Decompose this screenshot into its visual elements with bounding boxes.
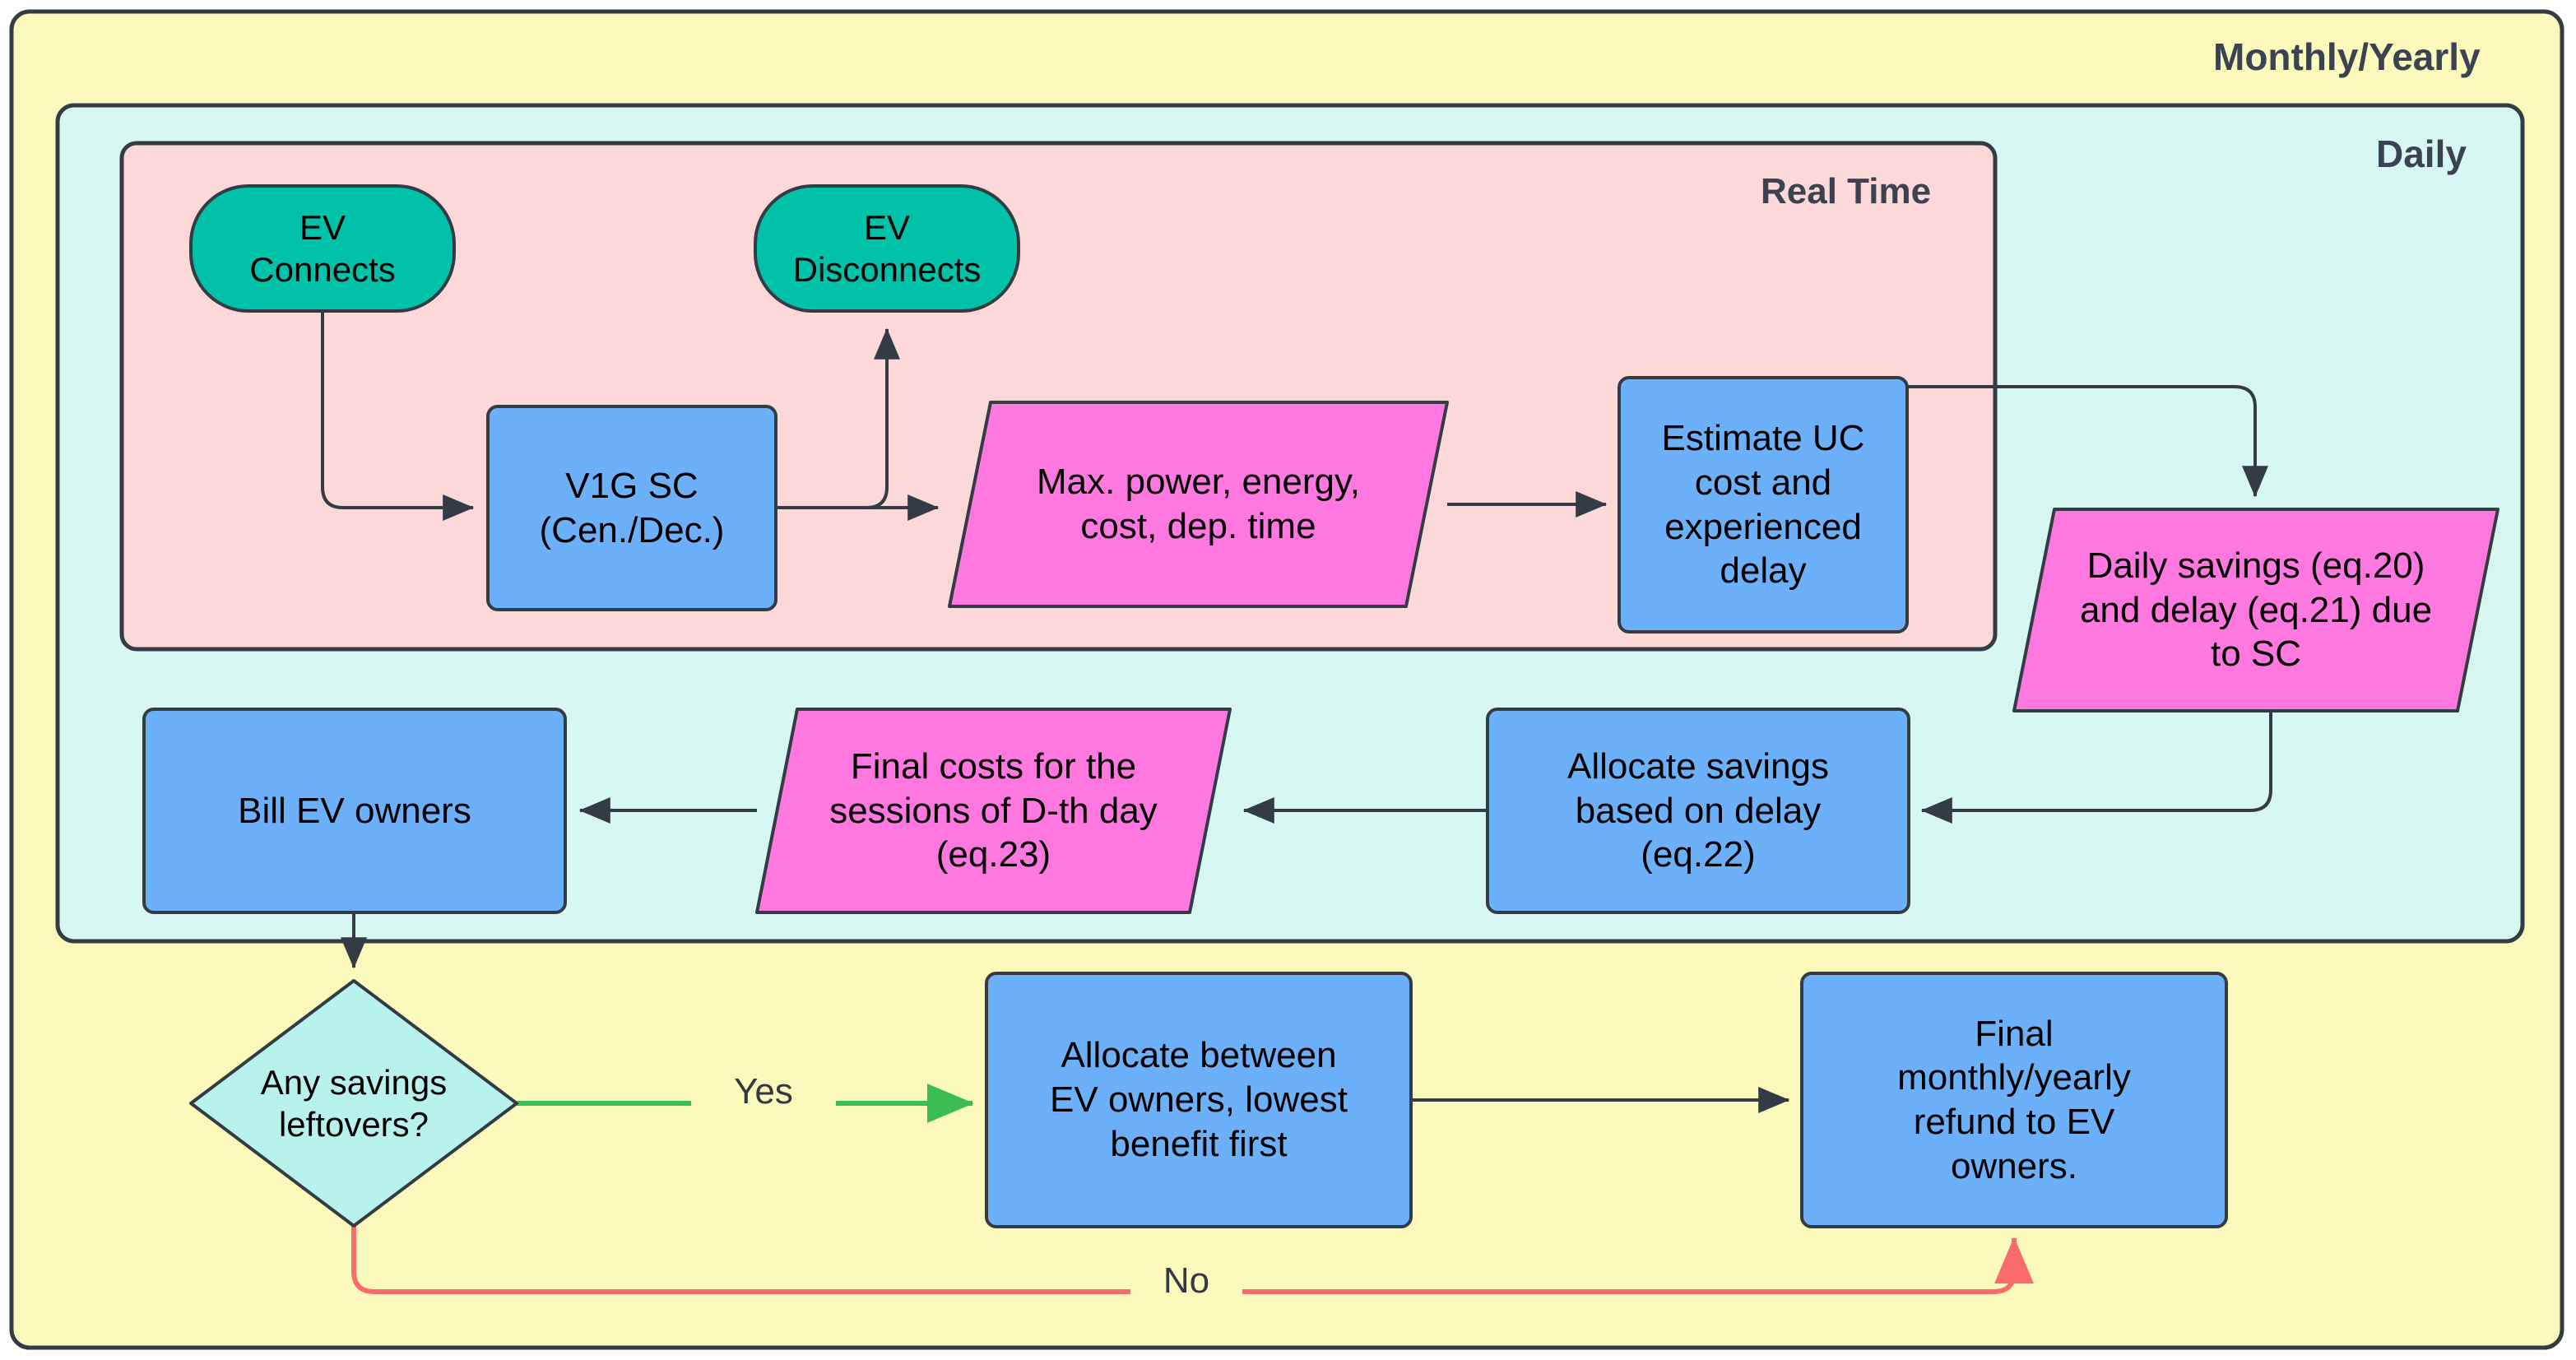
edge-connects-to-v1g <box>321 311 475 521</box>
edge-label-no: No <box>1130 1259 1242 1303</box>
node-max-power[interactable] <box>948 401 1449 608</box>
container-label-real-time: Real Time <box>1761 171 1932 211</box>
container-label-monthly-yearly: Monthly/Yearly <box>2213 35 2481 78</box>
container-label-daily: Daily <box>2376 132 2467 175</box>
node-daily-savings[interactable] <box>2012 508 2499 712</box>
edge-label-yes: Yes <box>691 1070 836 1114</box>
node-estimate-uc[interactable] <box>1618 376 1909 634</box>
node-v1g-sc[interactable] <box>486 405 777 611</box>
node-ev-disconnects[interactable] <box>754 184 1020 313</box>
node-final-refund[interactable] <box>1800 972 2228 1228</box>
edge-v1g-to-disconnects <box>776 327 900 509</box>
edge-estimate-to-dailysavings <box>1907 385 2268 498</box>
node-allocate-savings[interactable] <box>1486 708 1910 914</box>
edge-dailysavings-to-allocate <box>1920 711 2272 824</box>
node-bill-ev-owners[interactable] <box>142 708 567 914</box>
node-allocate-between[interactable] <box>985 972 1413 1228</box>
node-final-costs[interactable] <box>755 708 1232 914</box>
node-any-savings-leftovers[interactable] <box>189 979 518 1228</box>
node-ev-connects[interactable] <box>189 184 456 313</box>
